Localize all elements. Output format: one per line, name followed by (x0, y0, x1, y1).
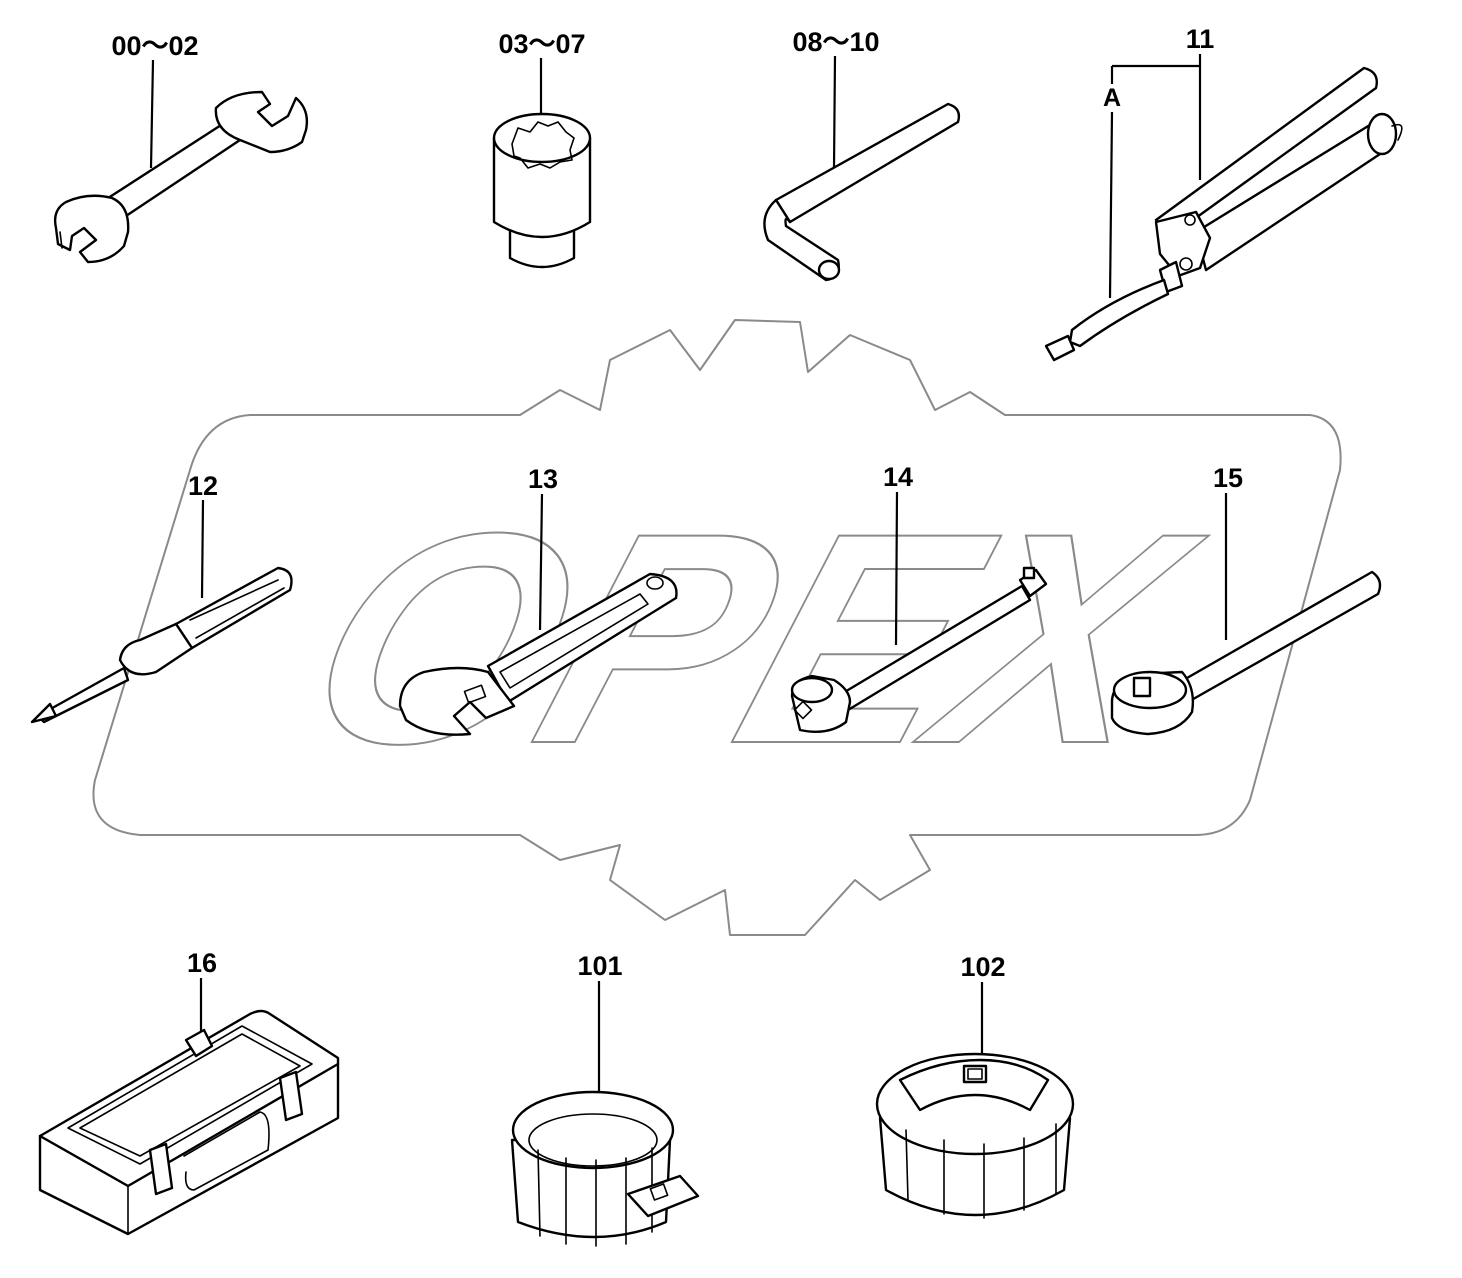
opex-watermark: OPEX (92, 319, 1342, 936)
socket-icon (492, 112, 592, 269)
grease-gun-icon (1044, 66, 1403, 362)
leader-14 (894, 491, 899, 646)
extension-bar-icon (790, 566, 1048, 733)
filter-cap-wrench-icon (875, 1052, 1075, 1219)
callout-13: 13 (528, 464, 558, 494)
callout-101: 101 (577, 951, 622, 981)
adjustable-wrench-icon (398, 572, 678, 736)
callout-16: 16 (187, 948, 217, 978)
callout-11: 11 (1186, 24, 1215, 54)
leader-00-02 (149, 59, 155, 169)
callout-03-07: 03～07 (498, 29, 585, 59)
leader-08-10 (832, 55, 837, 169)
callout-00-02: 00～02 (111, 31, 198, 61)
callout-12: 12 (188, 471, 218, 501)
open-end-wrench-icon (53, 90, 309, 264)
filter-band-wrench-icon (510, 1090, 700, 1247)
watermark-gear-outline (92, 319, 1342, 936)
callout-15: 15 (1213, 463, 1243, 493)
screwdriver-icon (30, 566, 293, 724)
callouts: 00～02 03～07 08～10 11 A 12 13 14 15 16 10… (111, 24, 1243, 1092)
callout-102: 102 (960, 952, 1005, 982)
watermark-text: OPEX (272, 471, 1230, 806)
callout-14: 14 (883, 462, 913, 492)
callout-08-10: 08～10 (792, 27, 879, 57)
ratchet-handle-icon (1110, 570, 1382, 736)
callout-A: A (1103, 84, 1121, 112)
hex-key-icon (763, 102, 961, 282)
leader-13 (538, 493, 544, 631)
tool-box-icon (38, 1009, 340, 1236)
leader-A (1108, 111, 1114, 299)
leader-12 (200, 499, 205, 599)
